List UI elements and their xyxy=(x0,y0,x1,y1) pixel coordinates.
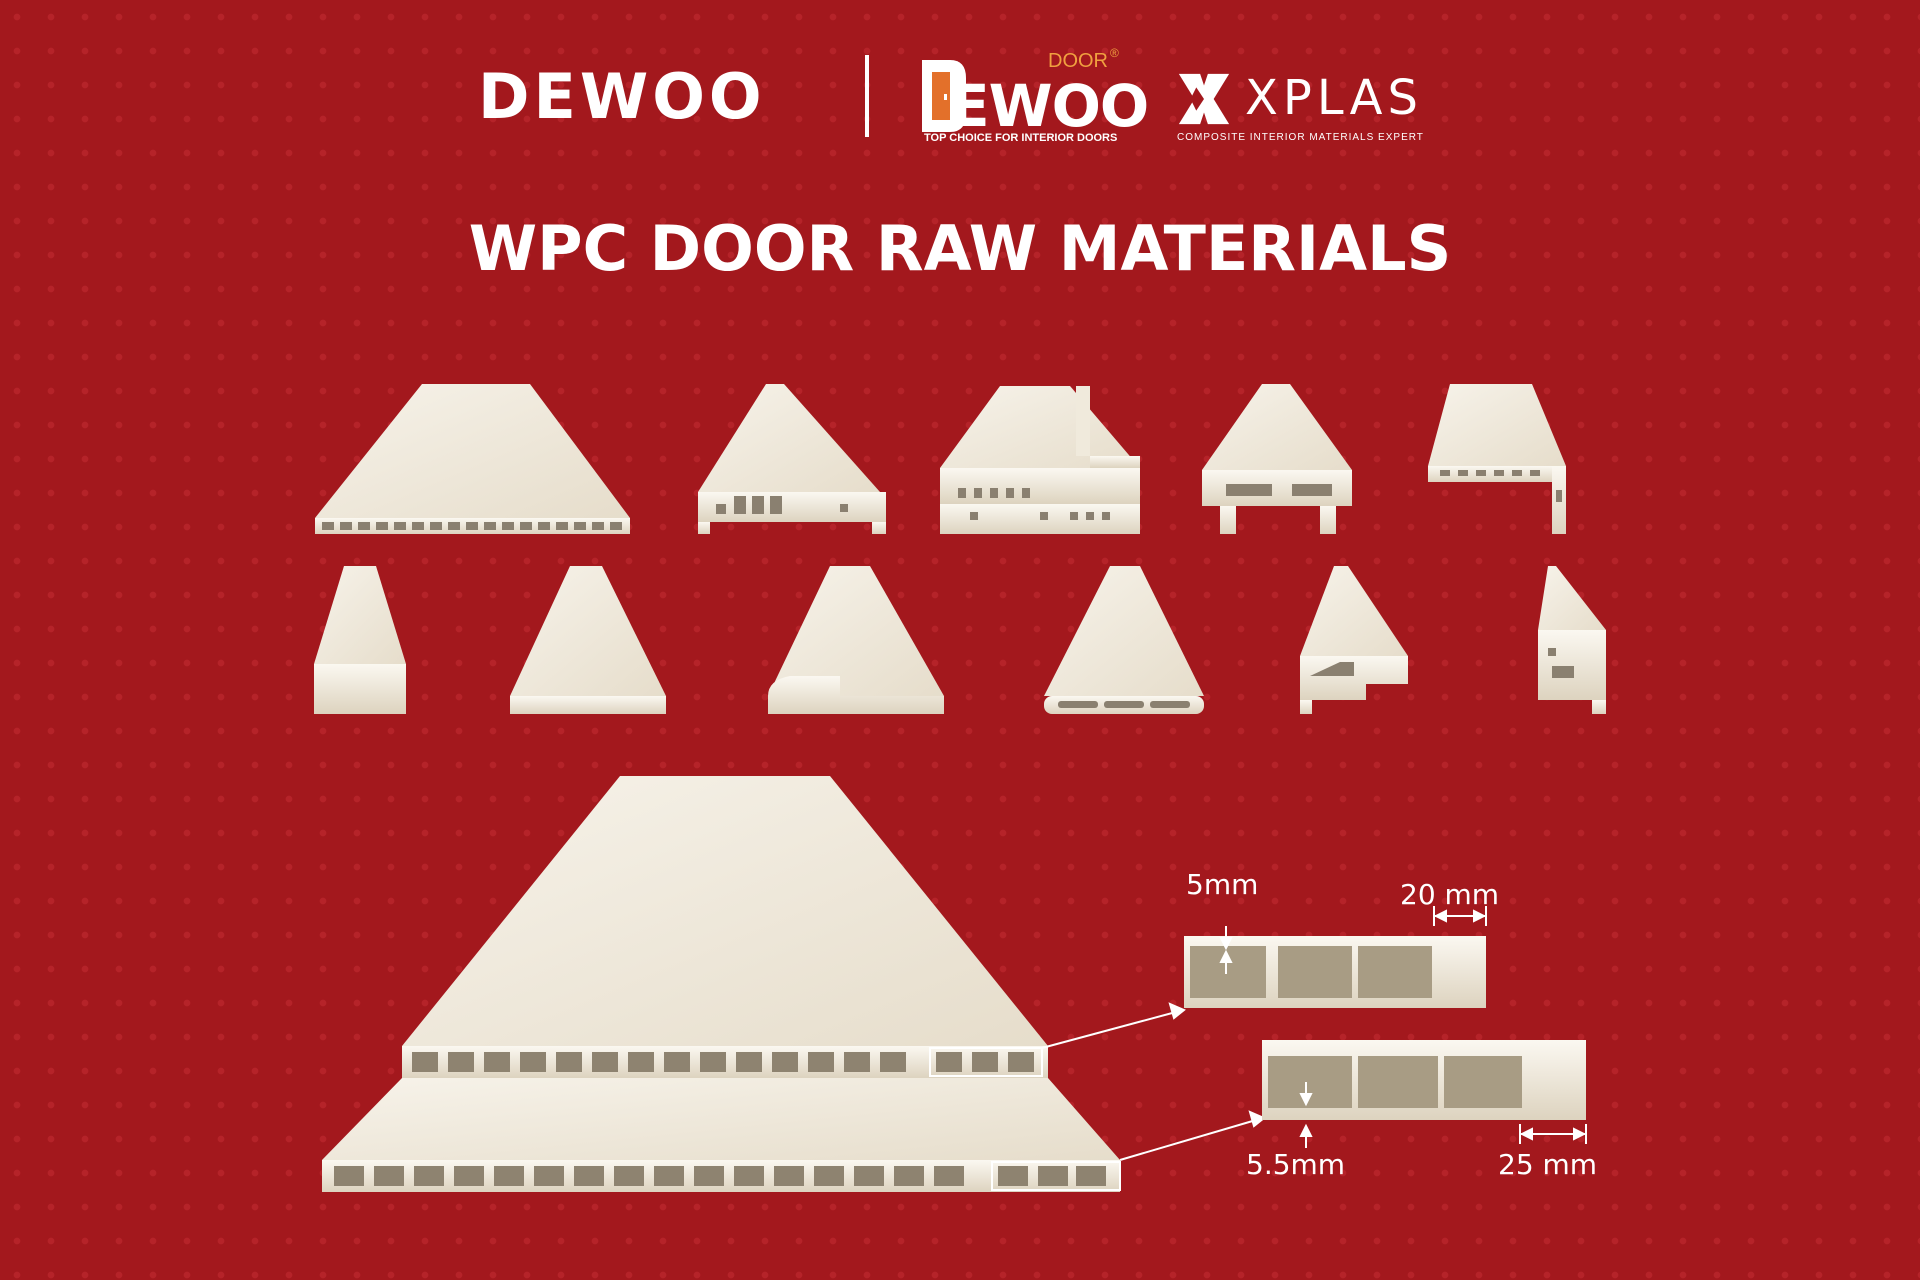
profile-large-panel-back xyxy=(402,776,1048,1078)
page-title: WPC DOOR RAW MATERIALS xyxy=(468,212,1452,285)
highlight-box-top xyxy=(929,1047,1043,1077)
profile-trim-moulded xyxy=(768,566,944,714)
profile-stop-2 xyxy=(1538,566,1606,714)
profile-frame-jamb-4 xyxy=(1428,384,1566,534)
highlight-box-bottom xyxy=(991,1161,1121,1191)
profile-frame-jamb-2 xyxy=(940,386,1140,534)
dimension-top-edge: 20 mm xyxy=(1400,878,1500,911)
dimension-top-wall: 5mm xyxy=(1186,868,1259,901)
brand-dewoo-logo: DEWOO xyxy=(478,60,766,133)
xplas-x-icon xyxy=(1178,73,1230,125)
dimension-bottom-edge: 25 mm xyxy=(1498,1148,1598,1181)
logo-separator xyxy=(865,55,869,137)
profile-trim-hollow xyxy=(1044,566,1204,714)
profile-wide-panel xyxy=(315,384,630,534)
brand-dewoo-door-logo: EWOO DOOR ® TOP CHOICE FOR INTERIOR DOOR… xyxy=(920,46,1149,150)
brand-xplas-logo: XPLAS COMPOSITE INTERIOR MATERIALS EXPER… xyxy=(1177,70,1424,143)
profile-trim-flat xyxy=(510,566,666,714)
profile-stop-1 xyxy=(1300,566,1408,714)
dimension-bottom-wall: 5.5mm xyxy=(1246,1148,1346,1181)
profile-square-bar xyxy=(314,566,406,714)
callout-arrows xyxy=(1041,1002,1266,1161)
profile-frame-jamb-3 xyxy=(1202,384,1352,534)
door-d-icon xyxy=(922,60,966,132)
section-zoom-bottom xyxy=(1262,1040,1587,1148)
section-zoom-top xyxy=(1184,906,1487,1008)
profile-frame-jamb-1 xyxy=(698,384,886,534)
